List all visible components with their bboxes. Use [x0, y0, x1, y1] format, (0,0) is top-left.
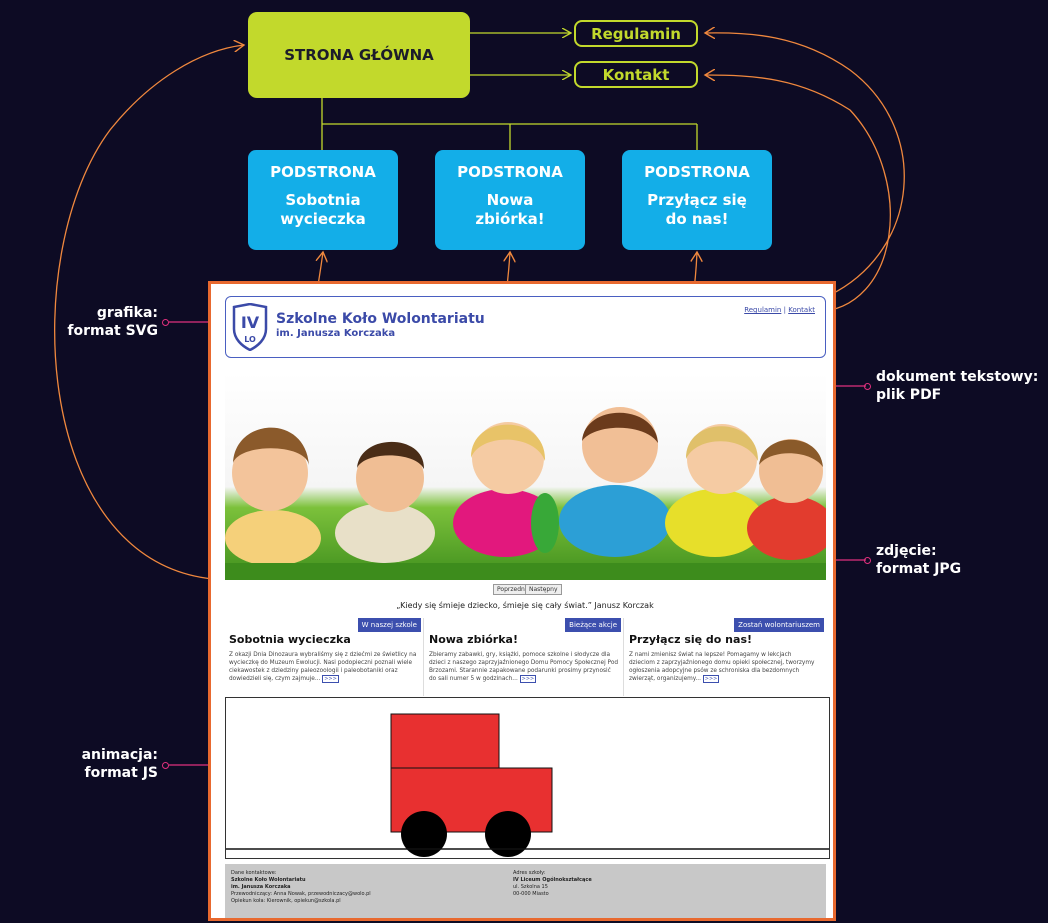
tree-connector — [321, 98, 698, 150]
site-header: IV LO Szkolne Koło Wolontariatu im. Janu… — [225, 296, 826, 358]
kontakt-link[interactable]: Kontakt — [788, 306, 815, 314]
site-top-links: Regulamin | Kontakt — [744, 306, 815, 314]
subpage-header: PODSTRONA — [270, 163, 376, 181]
truck-wheel-front — [485, 811, 531, 857]
footer-address: Adres szkoły: IV Liceum Ogólnokształcące… — [513, 870, 592, 898]
column-text: Z nami zmienisz świat na lepsze! Pomagam… — [629, 651, 819, 683]
regulamin-link[interactable]: Regulamin — [744, 306, 782, 314]
label-pdf: dokument tekstowy: plik PDF — [876, 369, 1039, 403]
logo-sub-letters: LO — [244, 335, 256, 344]
column-text: Z okazji Dnia Dinozaura wybraliśmy się z… — [229, 651, 419, 683]
logo-letters: IV — [241, 313, 260, 332]
column-title: Przyłącz się do nas! — [629, 633, 753, 646]
site-subtitle: im. Janusza Korczaka — [276, 328, 396, 339]
site-footer: Dane kontaktowe: Szkolne Koło Wolontaria… — [225, 864, 826, 918]
hero-photo — [225, 373, 826, 580]
column-tag[interactable]: Bieżące akcje — [565, 618, 621, 632]
column-text-body: Z okazji Dnia Dinozaura wybraliśmy się z… — [229, 652, 417, 682]
footer-line: Opiekun koła: Kierownik, opiekun@szkola.… — [231, 898, 341, 904]
column-title: Nowa zbiórka! — [429, 633, 518, 646]
subpage-box-3: PODSTRONA Przyłącz się do nas! — [622, 150, 772, 250]
footer-line: Adres szkoły: — [513, 870, 546, 876]
truck-animation — [226, 713, 829, 857]
subpage-title: Nowa zbiórka! — [475, 191, 545, 228]
truck-cab — [390, 713, 500, 769]
regulamin-page-box: Regulamin — [574, 20, 698, 47]
label-js: animacja: format JS — [81, 747, 158, 781]
column-text-body: Z nami zmienisz świat na lepsze! Pomagam… — [629, 652, 815, 682]
regulamin-page-label: Regulamin — [591, 24, 681, 43]
subpage-header: PODSTRONA — [457, 163, 563, 181]
arrow-kontakt-link — [705, 75, 891, 313]
footer-line: im. Janusza Korczaka — [231, 884, 291, 890]
truck-wheel-rear — [401, 811, 447, 857]
read-more-button[interactable]: >>> — [322, 675, 339, 683]
footer-line: 00-000 Miasto — [513, 891, 549, 897]
subpage-header: PODSTRONA — [644, 163, 750, 181]
subpage-box-2: PODSTRONA Nowa zbiórka! — [435, 150, 585, 250]
footer-line: Szkolne Koło Wolontariatu — [231, 877, 306, 883]
read-more-button[interactable]: >>> — [519, 675, 537, 683]
home-page-label: STRONA GŁÓWNA — [284, 46, 434, 64]
label-jpg: zdjęcie: format JPG — [876, 543, 962, 577]
website-mockup: IV LO Szkolne Koło Wolontariatu im. Janu… — [208, 281, 836, 921]
links-separator: | — [783, 306, 786, 314]
animation-canvas — [225, 697, 830, 859]
label-js-dot — [162, 762, 169, 769]
footer-line: ul. Szkolna 15 — [513, 884, 548, 890]
label-jpg-dot — [864, 557, 871, 564]
subpage-title: Przyłącz się do nas! — [647, 191, 747, 228]
kontakt-page-label: Kontakt — [602, 65, 670, 84]
arrow-regulamin-link — [705, 33, 905, 296]
subpage-title: Sobotnia wycieczka — [280, 191, 366, 228]
column-tag[interactable]: Zostań wolontariuszem — [734, 618, 824, 632]
home-page-box: STRONA GŁÓWNA — [248, 12, 470, 98]
footer-line: Dane kontaktowe: — [231, 870, 277, 876]
label-svg: grafika: format SVG — [67, 305, 158, 339]
news-column-2: Bieżące akcje Nowa zbiórka! Zbieramy zab… — [425, 618, 624, 696]
label-svg-dot — [162, 319, 169, 326]
read-more-button[interactable]: >>> — [702, 675, 720, 683]
column-text-body: Zbieramy zabawki, gry, książki, pomoce s… — [429, 652, 619, 682]
hero-quote: „Kiedy się śmieje dziecko, śmieje się ca… — [396, 601, 654, 610]
footer-contact: Dane kontaktowe: Szkolne Koło Wolontaria… — [231, 870, 371, 905]
label-pdf-dot — [864, 383, 871, 390]
site-title: Szkolne Koło Wolontariatu — [276, 311, 485, 327]
news-column-1: W naszej szkole Sobotnia wycieczka Z oka… — [225, 618, 424, 696]
subpage-box-1: PODSTRONA Sobotnia wycieczka — [248, 150, 398, 250]
column-title: Sobotnia wycieczka — [229, 633, 351, 646]
arrow-logo-to-home — [54, 45, 244, 580]
kontakt-page-box: Kontakt — [574, 61, 698, 88]
slider-next-button[interactable]: Następny — [525, 584, 562, 595]
children-photo-image — [225, 407, 826, 580]
school-logo-icon: IV LO — [232, 303, 268, 351]
column-text: Zbieramy zabawki, gry, książki, pomoce s… — [429, 651, 619, 683]
column-tag[interactable]: W naszej szkole — [357, 618, 421, 632]
news-column-3: Zostań wolontariuszem Przyłącz się do na… — [625, 618, 826, 696]
footer-line: IV Liceum Ogólnokształcące — [513, 877, 592, 883]
footer-line: Przewodniczący: Anna Nowak, przewodnicza… — [231, 891, 371, 897]
